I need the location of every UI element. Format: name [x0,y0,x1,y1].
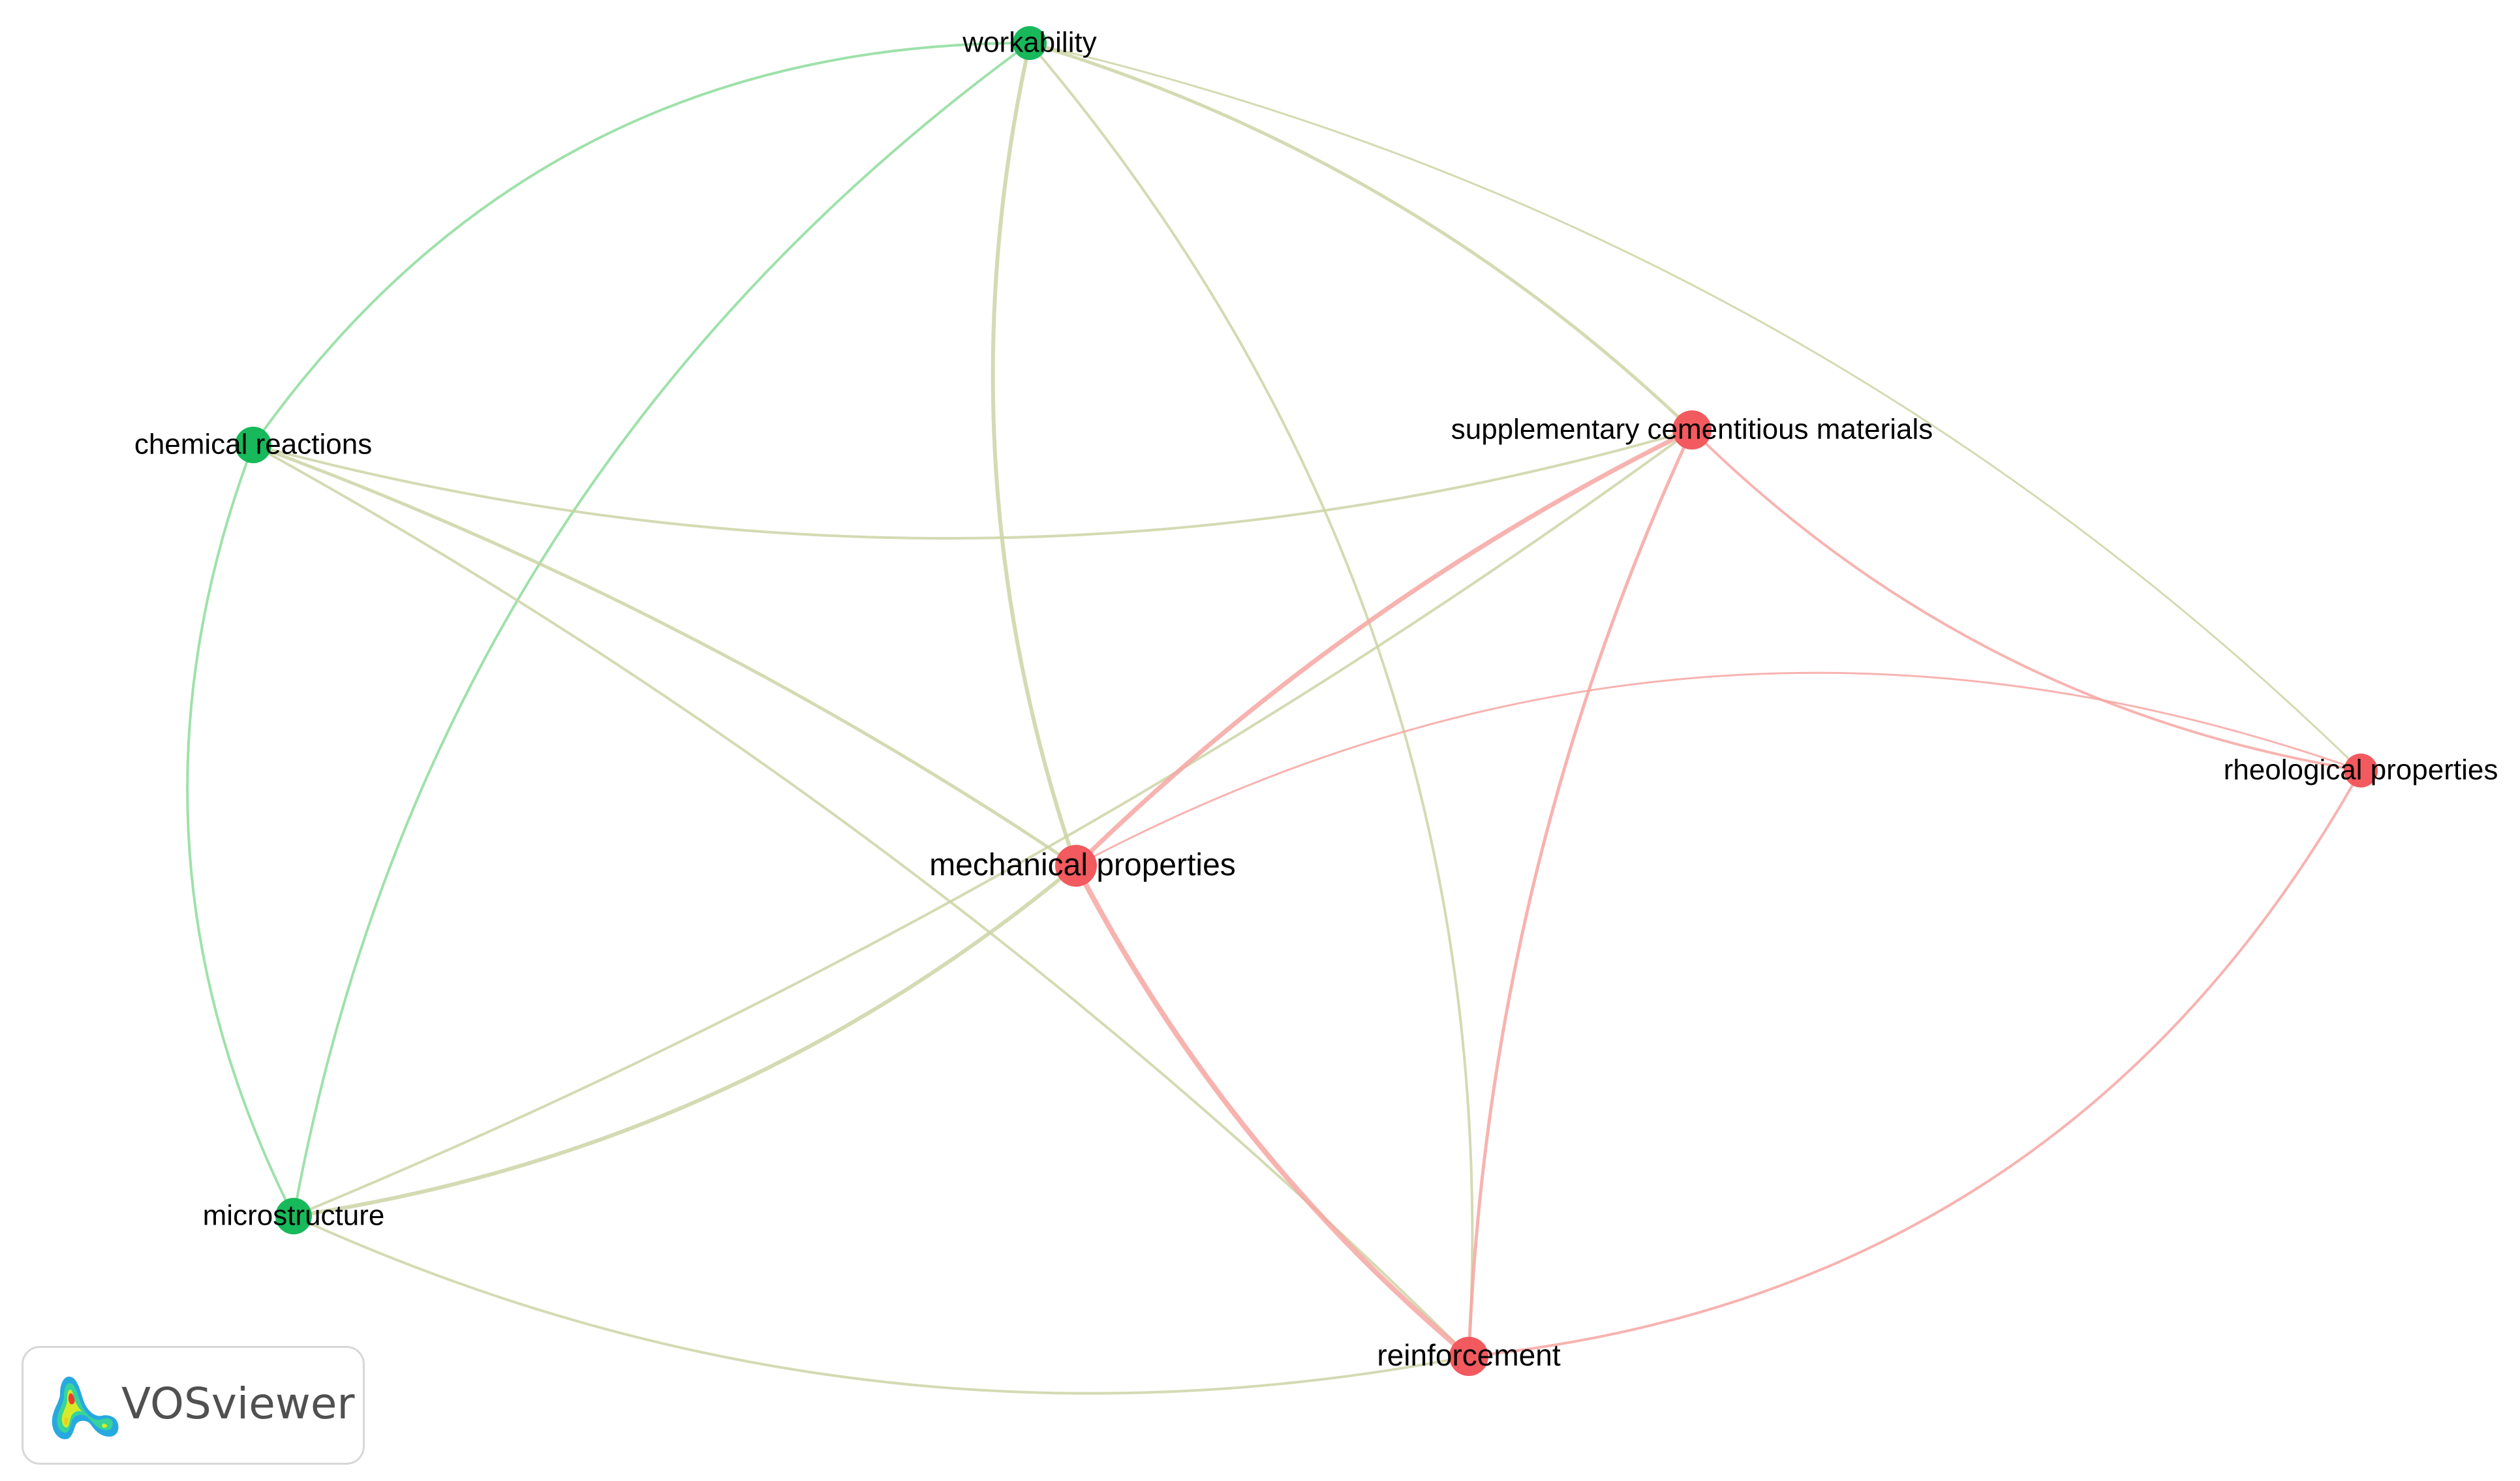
link-workability-supplementary-cementitious-materials[interactable] [1028,41,1694,432]
network-nodes [235,26,2378,1376]
node-mechanical-properties[interactable] [1055,845,1097,887]
node-supplementary-cementitious-materials[interactable] [1672,410,1712,450]
link-workability-reinforcement[interactable] [1028,42,1474,1358]
link-microstructure-reinforcement[interactable] [292,1215,1470,1395]
vosviewer-brand-name: VOSviewer [121,1379,355,1429]
link-mechanical-properties-rheological-properties[interactable] [1075,671,2362,867]
link-workability-rheological-properties[interactable] [1028,42,2362,772]
network-labels: workability chemical reactions microstruct… [134,27,2498,1373]
link-workability-mechanical-properties[interactable] [991,41,1078,868]
link-chemical-reactions-supplementary-cementitious-materials[interactable] [252,429,1693,540]
vosviewer-brand-badge: VOSviewer [22,1346,365,1465]
link-supplementary-cementitious-materials-mechanical-properties[interactable] [1073,427,1695,868]
node-reinforcement[interactable] [1449,1337,1488,1376]
node-chemical-reactions[interactable] [235,427,271,463]
node-label-chemical-reactions[interactable]: chemical reactions [134,429,372,461]
link-chemical-reactions-microstructure[interactable] [186,444,295,1217]
link-mechanical-properties-reinforcement[interactable] [1073,863,1471,1359]
link-chemical-reactions-reinforcement[interactable] [252,444,1470,1358]
node-label-rheological-properties[interactable]: rheological properties [2224,754,2498,786]
node-label-reinforcement[interactable]: reinforcement [1377,1338,1560,1372]
link-rheological-properties-reinforcement[interactable] [1467,769,2362,1358]
node-microstructure[interactable] [275,1198,312,1234]
link-workability-microstructure[interactable] [292,42,1031,1217]
node-label-microstructure[interactable]: microstructure [203,1200,385,1232]
node-workability[interactable] [1013,26,1047,60]
link-workability-chemical-reactions[interactable] [252,41,1031,446]
link-microstructure-supplementary-cementitious-materials[interactable] [292,429,1693,1217]
node-label-supplementary-cementitious-materials[interactable]: supplementary cementitious materials [1451,414,1933,446]
node-rheological-properties[interactable] [2344,754,2378,787]
node-label-mechanical-properties[interactable]: mechanical properties [929,848,1236,883]
link-microstructure-mechanical-properties[interactable] [292,864,1078,1218]
network-links [186,41,2362,1395]
node-label-workability[interactable]: workability [962,27,1096,59]
link-supplementary-cementitious-materials-reinforcement[interactable] [1467,428,1694,1358]
vosviewer-logo-icon [52,1377,119,1439]
link-chemical-reactions-mechanical-properties[interactable] [251,443,1078,868]
link-supplementary-cementitious-materials-rheological-properties[interactable] [1691,429,2362,772]
